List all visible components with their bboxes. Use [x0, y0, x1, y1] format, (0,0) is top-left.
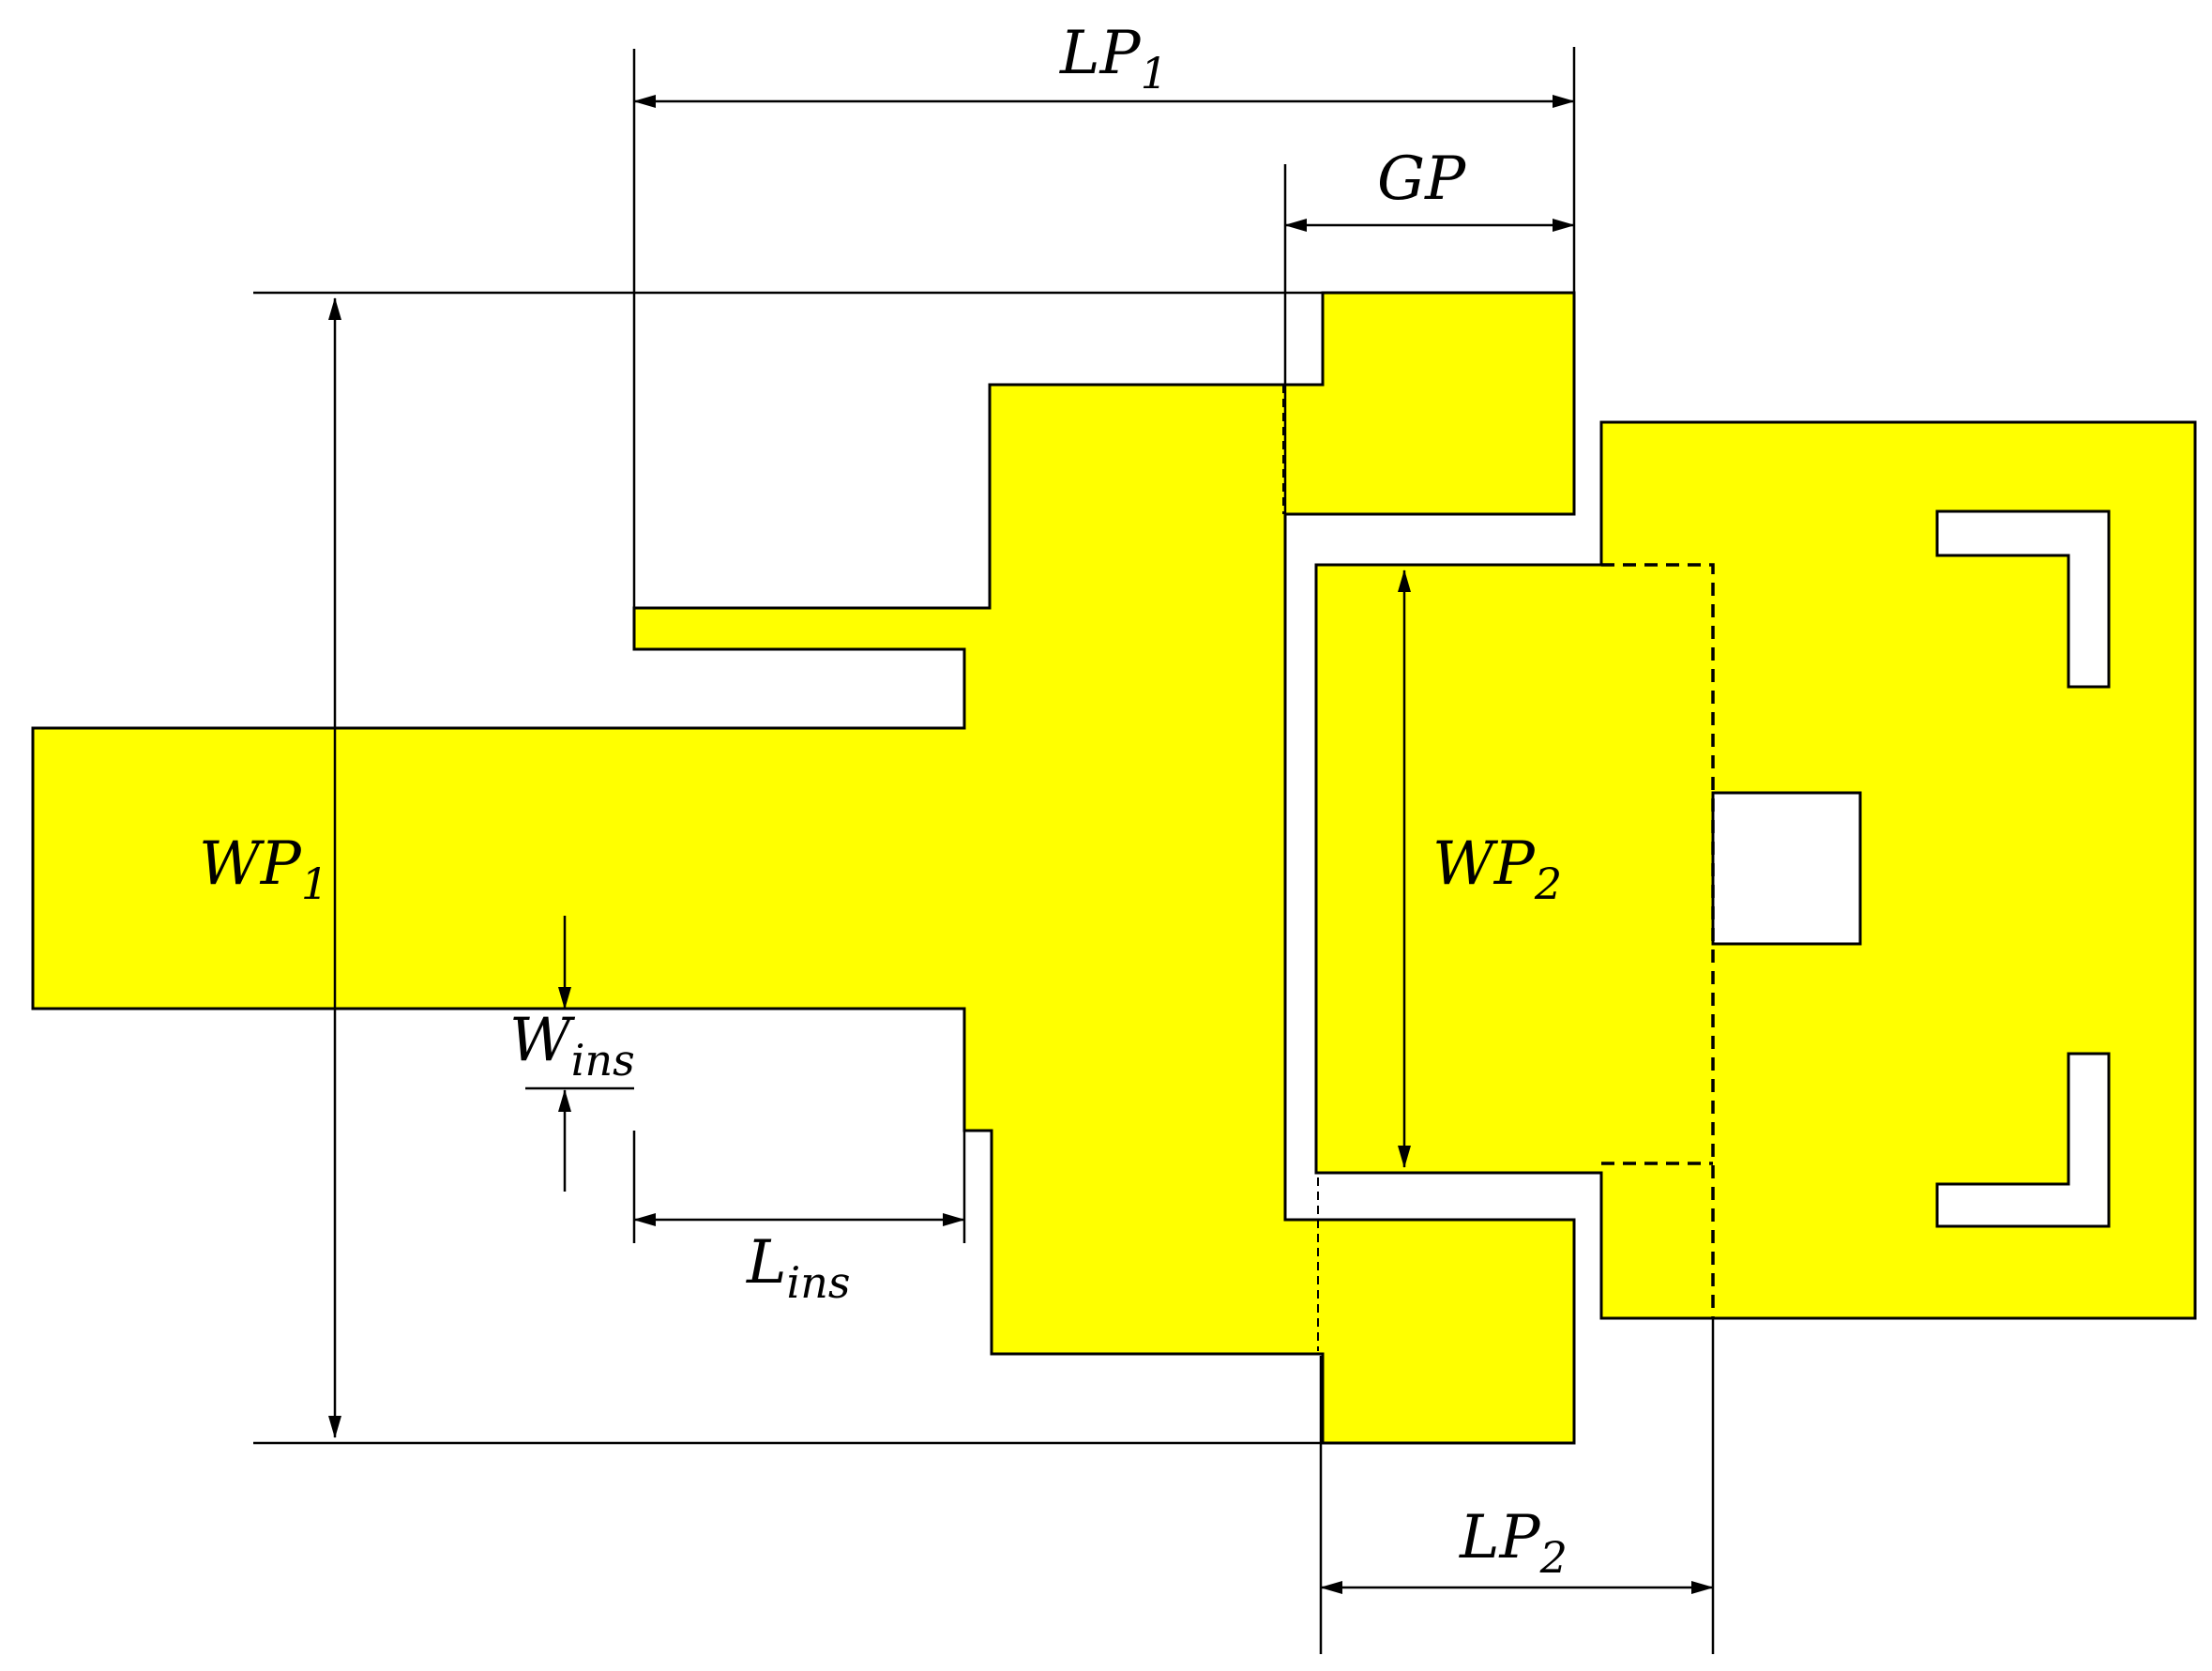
lp2-label: LP2: [1459, 1503, 1568, 1583]
extension-lines: [253, 47, 1715, 1654]
lins-label: Lins: [746, 1228, 850, 1308]
square-slot: [1711, 791, 1862, 946]
wins-label: Wins: [509, 1006, 635, 1086]
wp2-label: WP2: [1432, 829, 1562, 909]
wp1-label: WP1: [199, 829, 328, 909]
gp-label: GP: [1377, 144, 1466, 214]
l-slot-bottom: [1935, 1052, 2111, 1228]
lp2-boundary-dashed: [1601, 563, 1715, 1318]
gap-boundary-dashed: [963, 385, 1319, 1351]
lp1-label: LP1: [1059, 19, 1168, 99]
l-slot-top: [1935, 509, 2111, 689]
